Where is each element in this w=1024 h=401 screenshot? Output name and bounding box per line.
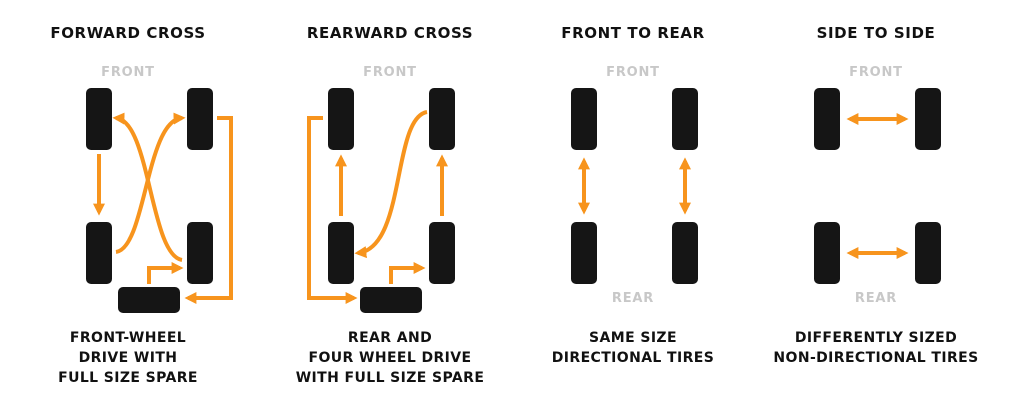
arrow-rear-left-cross-to-front-right (115, 112, 186, 254)
caption-line: DRIVE WITH (78, 350, 178, 366)
arrow-front-right-cross-to-rear-left (354, 110, 428, 259)
tire-rear-left (328, 222, 354, 284)
tire-spare (118, 287, 180, 313)
arrow-spare-to-rear-right (147, 262, 184, 284)
front-label: FRONT (363, 65, 417, 80)
panel-front-to-rear: FRONT TO REAR FRONT REAR SAME SIZE DIREC… (505, 0, 761, 401)
arrow-spare-to-rear-right (389, 262, 426, 284)
tire-spare (360, 287, 422, 313)
rear-label: REAR (854, 291, 898, 306)
caption-line: SAME SIZE (589, 330, 677, 346)
caption: DIFFERENTLY SIZED NON-DIRECTIONAL TIRES (748, 328, 1004, 368)
front-to-rear-diagram (571, 88, 698, 284)
caption-line: FULL SIZE SPARE (58, 370, 198, 386)
side-to-side-diagram (814, 88, 941, 284)
caption-line: DIRECTIONAL TIRES (551, 350, 715, 366)
caption-line: FRONT-WHEEL (69, 330, 187, 346)
front-label: FRONT (849, 65, 903, 80)
panel-rearward-cross: REARWARD CROSS FRONT REAR AND FOUR WHEEL… (262, 0, 518, 401)
tire-front-left (571, 88, 597, 150)
caption: SAME SIZE DIRECTIONAL TIRES (505, 328, 761, 368)
caption-line: FOUR WHEEL DRIVE (308, 350, 472, 366)
tire-rear-right (187, 222, 213, 284)
caption-line: NON-DIRECTIONAL TIRES (773, 350, 979, 366)
front-label: FRONT (101, 65, 155, 80)
tire-front-right (429, 88, 455, 150)
panel-title: REARWARD CROSS (306, 24, 474, 42)
tire-rear-right (429, 222, 455, 284)
caption-line: WITH FULL SIZE SPARE (295, 370, 485, 386)
tire-front-right (915, 88, 941, 150)
tire-rear-left (571, 222, 597, 284)
forward-cross-diagram (86, 88, 233, 313)
caption-line: DIFFERENTLY SIZED (794, 330, 958, 346)
tire-front-left (814, 88, 840, 150)
panel-title: FORWARD CROSS (50, 24, 206, 42)
panel-forward-cross: FORWARD CROSS FRONT FRONT-WHEEL DRIVE WI… (0, 0, 256, 401)
panel-title: FRONT TO REAR (561, 24, 705, 42)
panel-title: SIDE TO SIDE (816, 24, 936, 42)
arrow-front-left-to-spare (307, 116, 358, 304)
tire-front-left (328, 88, 354, 150)
front-label: FRONT (606, 65, 660, 80)
tire-front-left (86, 88, 112, 150)
panel-side-to-side: SIDE TO SIDE FRONT REAR DIFFERENTLY SIZE… (748, 0, 1004, 401)
tire-rear-left (86, 222, 112, 284)
tire-rear-right (915, 222, 941, 284)
tire-rear-right (672, 222, 698, 284)
tire-rear-left (814, 222, 840, 284)
rear-label: REAR (611, 291, 655, 306)
tire-front-right (187, 88, 213, 150)
tire-front-right (672, 88, 698, 150)
caption: FRONT-WHEEL DRIVE WITH FULL SIZE SPARE (0, 328, 256, 388)
caption: REAR AND FOUR WHEEL DRIVE WITH FULL SIZE… (262, 328, 518, 388)
caption-line: REAR AND (347, 330, 433, 346)
arrow-rear-right-cross-to-front-left (112, 112, 183, 262)
arrow-front-right-to-spare (184, 116, 233, 304)
rearward-cross-diagram (307, 88, 455, 313)
